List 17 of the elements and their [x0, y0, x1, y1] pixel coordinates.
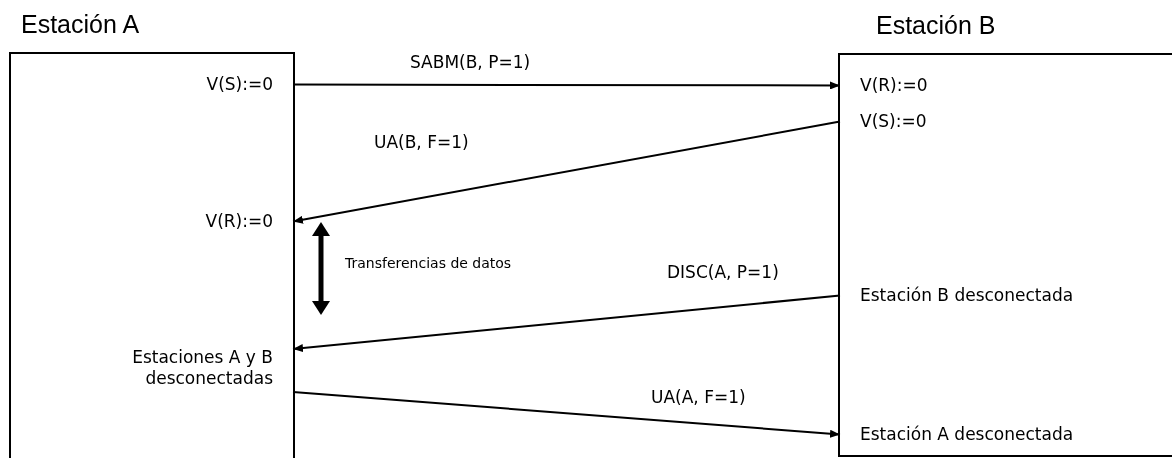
- state-note: V(R):=0: [840, 75, 1140, 96]
- edge-label: DISC(A, P=1): [665, 262, 781, 282]
- edge-label: UA(A, F=1): [649, 387, 748, 407]
- state-note: Estaciones A y B desconectadas: [103, 347, 293, 389]
- state-note: V(R):=0: [93, 211, 293, 232]
- arrow: [292, 391, 841, 438]
- state-note: V(S):=0: [840, 111, 1140, 132]
- state-note: V(S):=0: [93, 74, 293, 95]
- state-note: Estación B desconectada: [840, 285, 1140, 306]
- arrow: [292, 120, 841, 224]
- note-text: Transferencias de datos: [345, 255, 512, 271]
- arrow: [292, 81, 841, 90]
- station-title: Estación A: [21, 9, 140, 39]
- state-note: Estación A desconectada: [840, 424, 1140, 445]
- edge-label: UA(B, F=1): [372, 132, 471, 152]
- arrow: [292, 294, 841, 352]
- station-title: Estación B: [876, 10, 996, 40]
